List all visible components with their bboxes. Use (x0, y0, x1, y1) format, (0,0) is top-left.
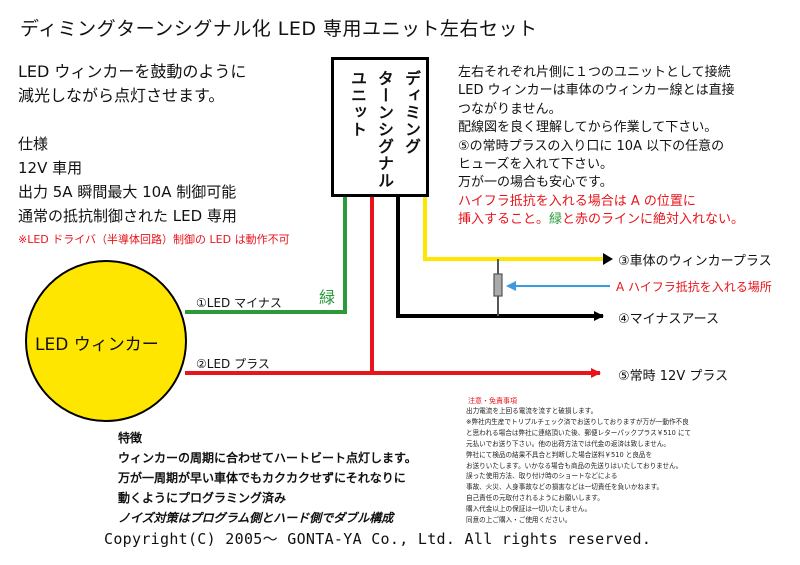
spec-line: 通常の抵抗制御された LED 専用 (18, 207, 237, 225)
caution-line: 誤った使用方法、取り付け時のショートなどによる (466, 472, 618, 481)
caution-line: 同意の上ご購入・ご使用ください。 (466, 516, 572, 525)
features-heading: 特徴 (118, 431, 143, 445)
intro-line: LED ウィンカーを鼓動のように (18, 62, 247, 81)
intro-text: LED ウィンカーを鼓動のように 減光しながら点灯させます。 (18, 60, 246, 108)
feature-line-noise: ノイズ対策はプログラム側とハード側でダブル構成 (118, 511, 394, 525)
spec-line: 出力 5A 瞬間最大 10A 制御可能 (18, 183, 237, 201)
warning-text: と赤のラインに絶対入れない。 (562, 212, 745, 228)
note-line: LED ウィンカーは車体のウィンカー線とは直接 (458, 83, 735, 99)
feature-line: 万が一周期が早い車体でもカクカクせずにそれなりに (118, 471, 406, 485)
note-line: 左右それぞれ片側に１つのユニットとして接続 (458, 65, 731, 80)
warning-line-2: 挿入すること。緑と赤のラインに絶対入れない。 (458, 211, 744, 229)
wire-label-constant-12v: ⑤常時 12V プラス (618, 369, 729, 384)
installation-notes: 左右それぞれ片側に１つのユニットとして接続 LED ウィンカーは車体のウィンカー… (458, 64, 744, 230)
spec-warning-note: ※LED ドライバ（半導体回路）制御の LED は動作不可 (18, 233, 290, 246)
unit-label-unit: ユニット (348, 70, 367, 138)
led-winker-label: LED ウィンカー (35, 335, 159, 355)
resistor-icon (493, 273, 503, 297)
intro-line: 減光しながら点灯させます。 (18, 86, 225, 105)
note-line: ヒューズを入れて下さい。 (458, 157, 613, 173)
unit-label-dimming: ディミング (402, 70, 421, 155)
green-wire-tag: 緑 (319, 288, 336, 307)
caution-line: 自己責任の元取付されるようにお願いします。 (466, 494, 604, 503)
note-line: 万が一の場合も安心です。 (458, 175, 613, 191)
wire-label-led-plus: ②LED プラス (196, 357, 270, 371)
warning-line: ハイフラ抵抗を入れる場合は A の位置に (458, 193, 696, 209)
resistor-note: A ハイフラ抵抗を入れる場所 (616, 280, 772, 294)
caution-title: 注意・免責事項 (468, 397, 517, 405)
specs-block: 仕様 12V 車用 出力 5A 瞬間最大 10A 制御可能 通常の抵抗制御された… (18, 132, 237, 228)
caution-line: 元払いでお送り下さい。他の出荷方法では代金の返済は致しません。 (466, 439, 671, 448)
spec-line: 12V 車用 (18, 159, 83, 177)
copyright-text: Copyright(C) 2005～ GONTA-YA Co., Ltd. Al… (104, 530, 652, 548)
yellow-wire (423, 196, 603, 261)
caution-line: 出力電流を上回る電流を流すと破損します。 (466, 407, 598, 415)
note-line: ⑤の常時プラスの入り口に 10A 以下の任意の (458, 138, 725, 154)
caution-line: と思われる場合は弊社に連絡頂いた後、郵便レターパックプラス￥510 にて (466, 428, 692, 437)
wire-label-minus-ground: ④マイナスアース (618, 312, 719, 327)
feature-line: ウィンカーの周期に合わせてハートビート点灯します。 (118, 451, 417, 465)
red-wire-vertical (370, 196, 601, 378)
caution-line: お送りいたします。いかなる場合も商品の先送りはいたしておりません。 (466, 461, 683, 470)
yellow-wire-arrow (603, 253, 613, 265)
note-line: つながりません。 (458, 101, 562, 117)
caution-line: 購入代金以上の保証は一切いたしません。 (466, 505, 592, 514)
wire-label-car-winker-plus: ③車体のウィンカープラス (618, 254, 772, 269)
unit-box: ディミング ターンシグナル ユニット (331, 57, 429, 197)
caution-block: 出力電流を上回る電流を流すと破損します。 ※弊社内生産でトリプルチェック済でお送… (466, 406, 691, 526)
note-line: 配線図を良く理解してから作業して下さい。 (458, 120, 718, 136)
warning-text: 挿入すること。 (458, 212, 550, 228)
specs-heading: 仕様 (18, 135, 49, 153)
wire-label-led-minus: ①LED マイナス (196, 296, 282, 310)
caution-line: 弊社にて検品の結果不具合と判断した場合送料￥510 と良品を (466, 450, 653, 459)
feature-line: 動くようにプログラミング済み (118, 491, 287, 505)
black-wire (396, 196, 604, 321)
unit-label-turnsignal: ターンシグナル (375, 70, 394, 189)
caution-line: 事故、火災、人身事故などの損害などは一切責任を負いかねます。 (466, 483, 664, 492)
features-block: 特徴 ウィンカーの周期に合わせてハートビート点灯します。 万が一周期が早い車体で… (118, 428, 417, 528)
warning-green-word: 緑 (549, 212, 563, 228)
page-title: ディミングターンシグナル化 LED 専用ユニット左右セット (20, 18, 538, 40)
green-wire (185, 196, 347, 314)
led-winker-circle (25, 260, 187, 422)
caution-line: ※弊社内生産でトリプルチェック済でお送りしておりますが万が一動作不良 (466, 417, 689, 426)
